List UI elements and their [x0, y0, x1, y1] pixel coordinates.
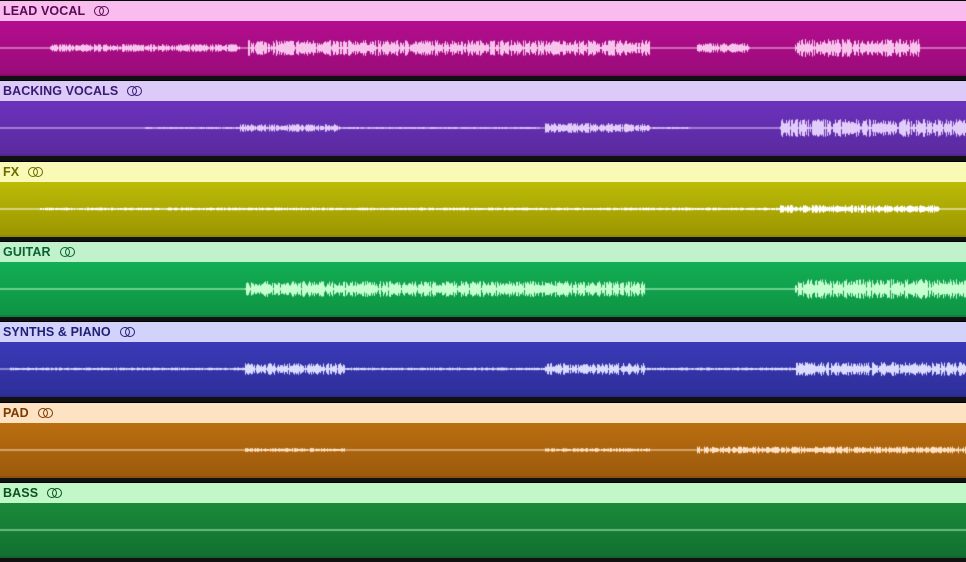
track-name: LEAD VOCAL — [3, 4, 86, 18]
waveform-region[interactable] — [0, 422, 966, 478]
waveform — [0, 502, 966, 558]
waveform — [0, 342, 966, 398]
waveform — [0, 21, 966, 76]
track-header[interactable]: GUITAR — [0, 241, 966, 262]
waveform-region[interactable] — [0, 101, 966, 157]
waveform — [0, 422, 966, 478]
track-header[interactable]: BACKING VOCALS — [0, 81, 966, 102]
track-name: FX — [3, 164, 20, 179]
track-header[interactable]: LEAD VOCAL — [0, 1, 966, 21]
track[interactable]: LEAD VOCAL — [0, 0, 966, 80]
track[interactable]: GUITAR — [0, 240, 966, 321]
track[interactable]: BACKING VOCALS — [0, 80, 966, 160]
waveform — [0, 261, 966, 317]
link-icon[interactable] — [47, 487, 63, 498]
link-icon[interactable] — [127, 86, 143, 97]
track-header[interactable]: PAD — [0, 402, 966, 423]
track-name: SYNTHS & PIANO — [3, 325, 111, 340]
link-icon[interactable] — [119, 327, 136, 338]
waveform-region[interactable] — [0, 181, 966, 237]
waveform-region[interactable] — [0, 21, 966, 76]
track-name: GUITAR — [3, 244, 51, 259]
waveform — [0, 181, 966, 237]
track[interactable]: BASS — [0, 481, 966, 562]
track-header[interactable]: FX — [0, 161, 966, 182]
track-name: BASS — [3, 485, 39, 500]
link-icon[interactable] — [37, 407, 54, 418]
waveform-region[interactable] — [0, 342, 966, 398]
link-icon[interactable] — [28, 166, 44, 177]
track[interactable]: SYNTHS & PIANO — [0, 321, 966, 401]
track-header[interactable]: BASS — [0, 482, 966, 503]
link-icon[interactable] — [94, 6, 110, 16]
track-name: BACKING VOCALS — [3, 84, 119, 99]
waveform-region[interactable] — [0, 261, 966, 317]
track-header[interactable]: SYNTHS & PIANO — [0, 322, 966, 343]
track-name: PAD — [3, 405, 29, 420]
waveform-region[interactable] — [0, 502, 966, 558]
waveform — [0, 101, 966, 157]
link-icon[interactable] — [59, 246, 76, 257]
track[interactable]: PAD — [0, 401, 966, 482]
track[interactable]: FX — [0, 160, 966, 241]
